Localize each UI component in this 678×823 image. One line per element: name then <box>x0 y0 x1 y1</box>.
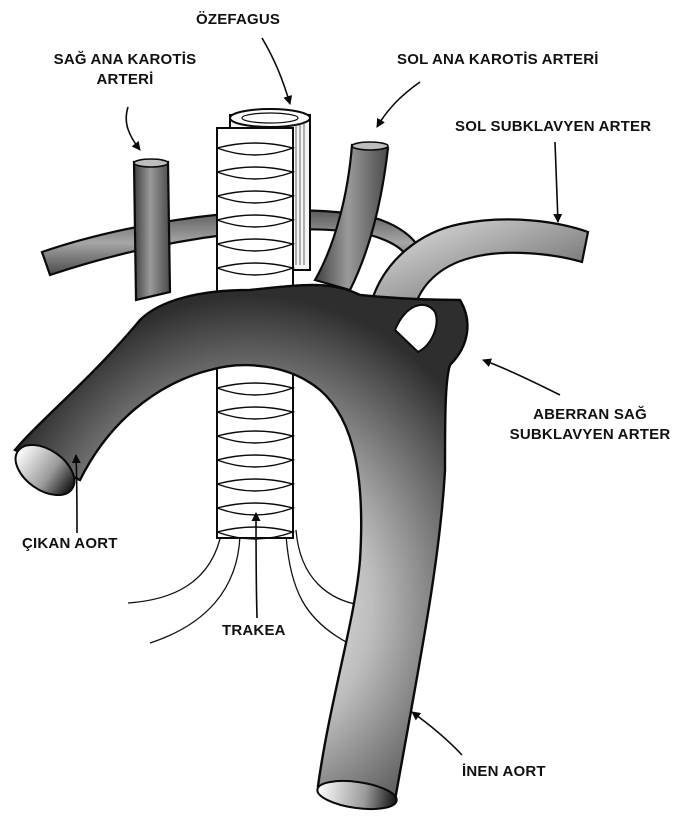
arrow-cikan-aort <box>76 455 77 533</box>
label-cikan-aort: ÇIKAN AORT <box>22 534 118 554</box>
arrow-aberran <box>483 360 560 395</box>
label-sol-subklavyen-arter: SOL SUBKLAVYEN ARTER <box>455 117 651 137</box>
arrow-ozefagus <box>262 38 290 104</box>
label-inen-aort: İNEN AORT <box>462 762 546 782</box>
label-trakea: TRAKEA <box>222 621 286 641</box>
right-common-carotid-artery <box>134 162 170 300</box>
label-sag-karotis-line1: SAĞ ANA KAROTİS <box>30 50 220 70</box>
arrow-sol-subklavyen <box>555 142 558 222</box>
arrow-inen-aort <box>412 712 462 755</box>
arrow-sol-karotis <box>377 82 420 127</box>
arrow-sag-karotis <box>126 107 140 150</box>
label-sag-karotis-line2: ARTERİ <box>30 70 220 90</box>
label-ozefagus: ÖZEFAGUS <box>196 10 280 30</box>
label-aberran-line1: ABERRAN SAĞ <box>505 405 675 425</box>
label-sag-ana-karotis-arteri: SAĞ ANA KAROTİS ARTERİ <box>30 50 220 90</box>
label-aberran-sag-subklavyen-arter: ABERRAN SAĞ SUBKLAVYEN ARTER <box>505 405 675 445</box>
label-aberran-line2: SUBKLAVYEN ARTER <box>505 425 675 445</box>
label-sol-ana-karotis-arteri: SOL ANA KAROTİS ARTERİ <box>397 50 599 70</box>
